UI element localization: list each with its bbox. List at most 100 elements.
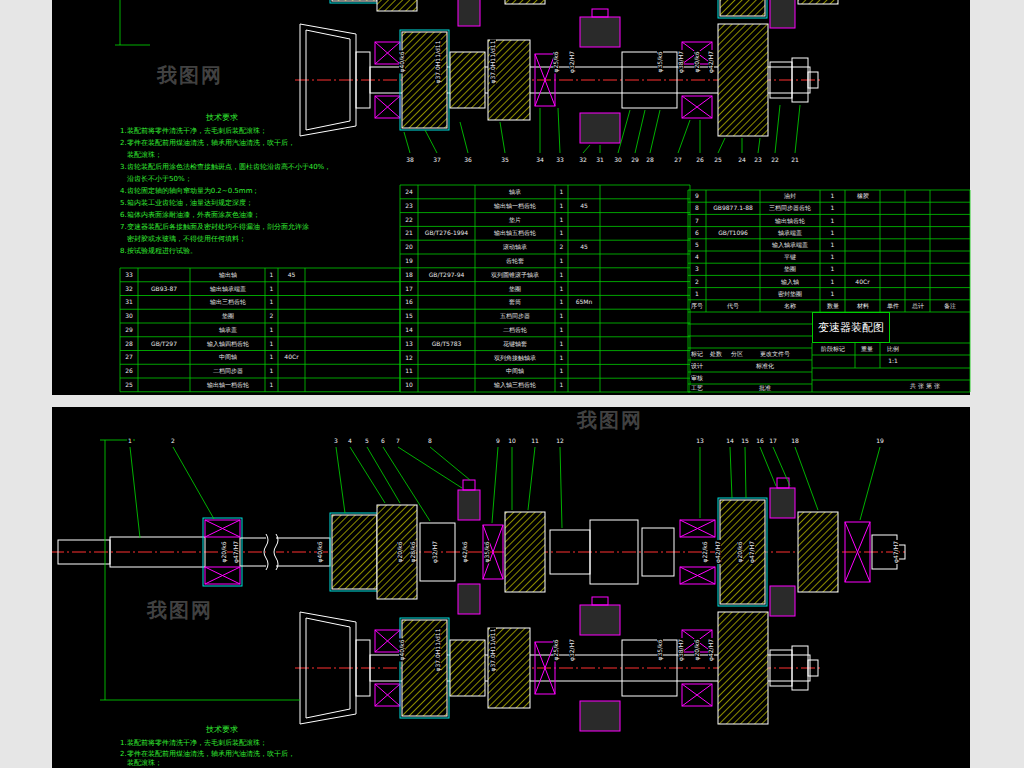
- table-cell: GB/T297-94: [428, 272, 466, 278]
- technical-note: 2.零件在装配前用煤油清洗，轴承用汽油清洗，吹干后，: [120, 140, 295, 147]
- table-header: 数量: [826, 303, 840, 309]
- table-cell: 1: [830, 254, 836, 260]
- table-cell: 22: [404, 217, 414, 223]
- callout-number: 17: [768, 438, 778, 444]
- parts-table-grid: [120, 185, 970, 392]
- table-cell: 1: [269, 272, 275, 278]
- callout-number: 4: [347, 438, 353, 444]
- technical-note: 7.变速器装配后各接触面及密封处均不得漏油，剖分面允许涂: [120, 224, 309, 231]
- callout-number: 21: [790, 157, 800, 163]
- table-cell: 中间轴: [218, 354, 238, 360]
- drawing-title: 变速器装配图: [818, 322, 884, 333]
- fit-dimension: φ35/k6: [484, 541, 490, 564]
- table-cell: 27: [124, 354, 134, 360]
- table-cell: 油封: [783, 193, 797, 199]
- table-cell: 平键: [783, 254, 797, 260]
- table-cell: 45: [579, 244, 589, 250]
- callout-number: 9: [495, 438, 501, 444]
- fit-dimension: φ47/H7: [893, 540, 899, 564]
- table-cell: 21: [404, 230, 414, 236]
- callout-number: 19: [875, 438, 885, 444]
- table-cell: 1: [559, 313, 565, 319]
- title-block-cell: 阶段标记: [820, 346, 846, 352]
- table-header: 代号: [726, 303, 740, 309]
- table-cell: 1: [269, 368, 275, 374]
- table-cell: 33: [124, 272, 134, 278]
- title-cell: 变速器装配图: [812, 312, 890, 343]
- table-cell: 五档同步器: [499, 313, 531, 319]
- callout-number: 37: [432, 157, 442, 163]
- technical-note: 密封胶或水玻璃，不得使用任何填料；: [127, 236, 246, 243]
- table-cell: 1: [830, 291, 836, 297]
- technical-note: 沿齿长不小于50%；: [127, 176, 192, 183]
- table-cell: 二档齿轮: [502, 327, 528, 333]
- table-cell: 5: [694, 242, 700, 248]
- table-cell: 中间轴: [505, 368, 525, 374]
- fit-dimension: φ20/k6: [694, 51, 700, 74]
- table-cell: 1: [694, 291, 700, 297]
- table-cell: 套筒: [508, 299, 522, 305]
- technical-note: 8.按试验规程进行试验。: [120, 248, 197, 255]
- fit-dimension: φ20/k6: [397, 541, 403, 564]
- title-block-cell: 更改文件号: [759, 351, 791, 357]
- table-cell: 垫圈: [508, 286, 522, 292]
- callout-number: 7: [395, 438, 401, 444]
- callout-number: 16: [755, 438, 765, 444]
- table-cell: 30: [124, 313, 134, 319]
- table-cell: 1: [269, 299, 275, 305]
- table-cell: 输出轴: [218, 272, 238, 278]
- table-cell: 1: [559, 286, 565, 292]
- table-cell: 1: [559, 341, 565, 347]
- table-header: 名称: [783, 303, 797, 309]
- table-cell: GB/T276-1994: [424, 230, 469, 236]
- table-cell: 输出三档齿轮: [209, 299, 247, 305]
- fit-dimension: φ47/H7: [749, 540, 755, 564]
- table-cell: 输入轴承端盖: [771, 242, 809, 248]
- callout-number: 13: [695, 438, 705, 444]
- table-cell: 输出轴五档齿轮: [493, 230, 537, 236]
- table-cell: 1: [559, 382, 565, 388]
- callout-number: 24: [737, 157, 747, 163]
- callout-number: 35: [500, 157, 510, 163]
- fit-dimension: φ32/H7: [432, 540, 438, 564]
- table-cell: 29: [124, 327, 134, 333]
- table-cell: 9: [694, 193, 700, 199]
- table-cell: 16: [404, 299, 414, 305]
- callout-number: 32: [578, 157, 588, 163]
- notes-heading: 技术要求: [205, 114, 239, 122]
- table-cell: 40Cr: [854, 279, 870, 285]
- table-cell: 32: [124, 286, 134, 292]
- table-cell: 1: [559, 272, 565, 278]
- table-cell: 轴承盖: [218, 327, 238, 333]
- title-block-cell: 1:1: [887, 358, 899, 364]
- table-cell: 1: [559, 299, 565, 305]
- table-cell: 12: [404, 355, 414, 361]
- technical-note: 2.零件在装配前用煤油清洗，轴承用汽油清洗，吹干后，: [120, 751, 295, 758]
- watermark: 我图网: [157, 65, 223, 85]
- table-cell: 双列角接触轴承: [493, 355, 537, 361]
- table-cell: 2: [694, 279, 700, 285]
- table-cell: 密封垫圈: [777, 291, 803, 297]
- fit-dimension: φ42/k6: [462, 541, 468, 564]
- callout-number: 26: [695, 157, 705, 163]
- table-header: 总计: [911, 303, 925, 309]
- table-cell: 1: [269, 382, 275, 388]
- table-cell: 垫圈: [221, 313, 235, 319]
- callout-number: 34: [535, 157, 545, 163]
- table-cell: 1: [830, 218, 836, 224]
- callout-number: 27: [673, 157, 683, 163]
- table-cell: 40Cr: [283, 354, 299, 360]
- technical-note: 3.齿轮装配后用涂色法检查接触斑点，圆柱齿轮沿齿高不小于40%，: [120, 164, 331, 171]
- fit-dimension: φ37.0H11/d11: [490, 40, 496, 85]
- table-cell: 输出轴齿轮: [774, 218, 806, 224]
- table-cell: 20: [404, 244, 414, 250]
- table-cell: GB/T297: [150, 341, 178, 347]
- fit-dimension: φ28/k6: [410, 541, 416, 564]
- table-cell: 1: [830, 193, 836, 199]
- table-cell: 23: [404, 203, 414, 209]
- callout-number: 38: [405, 157, 415, 163]
- table-cell: GB/T5783: [431, 341, 463, 347]
- fit-dimension: φ20/k6: [737, 541, 743, 564]
- callout-number: 30: [613, 157, 623, 163]
- table-cell: 输出轴一档齿轮: [206, 382, 250, 388]
